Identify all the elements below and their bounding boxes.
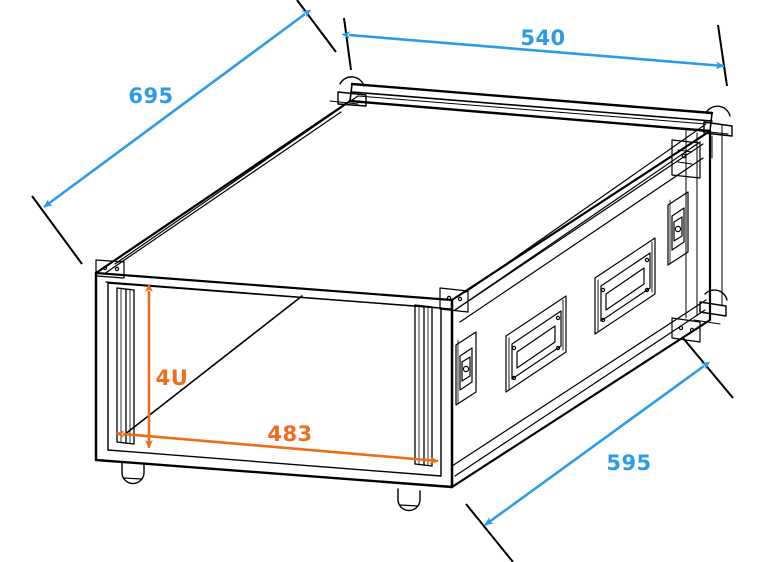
corner-bracket-front-left-top [95,259,125,279]
caster-front-right [397,488,421,512]
blue-dimension-lines [43,9,725,527]
ball-corner-top-rear-right [699,105,733,159]
latch-rear [667,191,689,266]
ball-corner-side-bottom-right [693,289,728,325]
corner-bracket-front-right [439,287,469,313]
orange-dimension-lines [115,283,439,465]
caster-front-left [121,461,145,485]
dimension-label-483: 483 [267,422,312,446]
dimension-arrow-595 [484,361,711,527]
corner-bracket-bottom-right [671,317,701,343]
dimension-label-540: 540 [520,26,565,50]
front-opening [94,271,454,489]
dimension-labels: 695 540 595 4U 483 [128,26,651,475]
ext-line-595-bottom [465,503,514,562]
ball-corner-top-rear-left [329,76,367,107]
lid-frame [348,82,714,133]
dimension-arrow-695 [43,9,312,209]
ext-line-695-bottom [31,195,83,265]
corner-edge-strips [685,124,723,319]
dimension-label-595: 595 [606,451,651,475]
side-handle-rear [594,237,656,335]
ext-line-rear-top [296,0,337,53]
latch-front [455,331,477,406]
dimension-arrow-540 [341,31,725,70]
dimension-label-4u: 4U [156,366,189,390]
corner-bracket-top-front-right [671,139,701,179]
dimension-arrow-483 [115,430,439,465]
dimension-label-695: 695 [128,84,173,108]
